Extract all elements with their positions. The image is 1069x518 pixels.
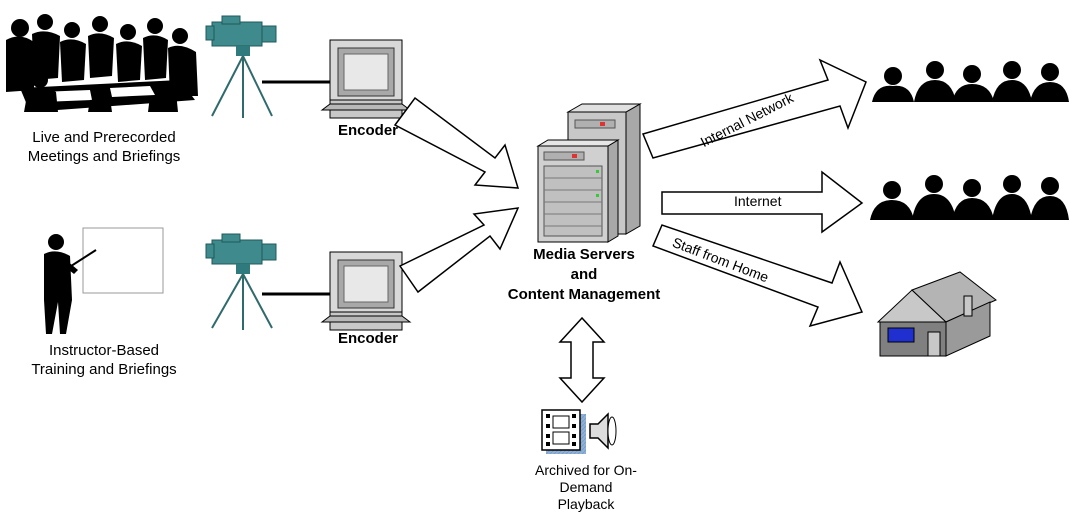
arrow-encoder-bottom-to-server bbox=[398, 207, 520, 294]
source-label-instructor: Instructor-Based Training and Briefings bbox=[31, 342, 177, 378]
destination-label-internet: Internet bbox=[734, 193, 782, 209]
source-label-meetings: Live and Prerecorded Meetings and Briefi… bbox=[27, 129, 181, 165]
arrow-internet bbox=[661, 170, 864, 234]
camera-icon-bottom bbox=[205, 233, 277, 330]
encoder-computer-icon bbox=[320, 251, 412, 331]
media-film-speaker-icon bbox=[541, 409, 617, 454]
audience-silhouettes-icon bbox=[872, 61, 1069, 102]
arrow-internal-network bbox=[641, 58, 867, 159]
server-tower-icon bbox=[536, 103, 642, 243]
arrow-archive-bidirectional bbox=[558, 316, 606, 404]
camera-icon-top bbox=[205, 15, 277, 118]
archive-label: Archived for On- Demand Playback bbox=[535, 462, 637, 512]
arrow-staff-home bbox=[651, 224, 864, 328]
house-icon bbox=[876, 271, 997, 357]
arrow-encoder-top-to-server bbox=[393, 96, 520, 189]
instructor-icon bbox=[44, 227, 164, 334]
encoder-label-top: Encoder bbox=[337, 122, 398, 139]
encoder-computer-icon bbox=[320, 39, 412, 119]
audience-silhouettes-icon bbox=[870, 175, 1069, 220]
encoder-label-bottom: Encoder bbox=[337, 330, 398, 347]
servers-label: Media Servers and Content Management bbox=[507, 246, 661, 303]
meeting-people-icon bbox=[6, 14, 201, 113]
